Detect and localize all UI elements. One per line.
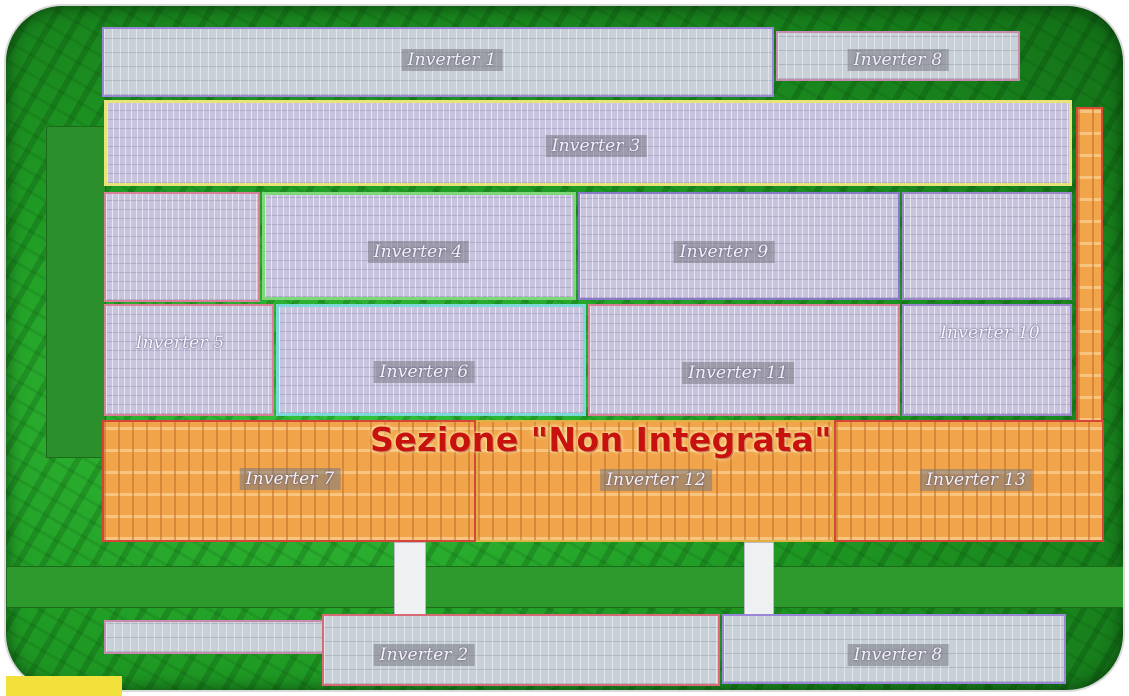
label-inverter-1: Inverter 1 <box>402 49 503 71</box>
array-left-row2 <box>104 192 260 302</box>
label-inverter-8-top: Inverter 8 <box>848 49 949 71</box>
label-inverter-10: Inverter 10 <box>934 322 1046 344</box>
side-road <box>46 126 106 458</box>
yellow-marker <box>6 676 122 696</box>
label-inverter-9: Inverter 9 <box>674 241 775 263</box>
label-inverter-13: Inverter 13 <box>920 469 1032 491</box>
label-inverter-4: Inverter 4 <box>368 241 469 263</box>
label-inverter-6: Inverter 6 <box>374 361 475 383</box>
label-inverter-11: Inverter 11 <box>682 362 794 384</box>
array-inverter-6 <box>276 304 586 416</box>
label-inverter-2: Inverter 2 <box>374 644 475 666</box>
array-right-strip <box>1076 107 1103 423</box>
array-inverter-10 <box>902 304 1072 416</box>
array-bottom-left-strip <box>104 620 324 654</box>
connector-left <box>394 542 426 618</box>
section-title: Sezione "Non Integrata" <box>306 420 896 459</box>
label-inverter-12: Inverter 12 <box>600 469 712 491</box>
label-inverter-7: Inverter 7 <box>240 468 341 490</box>
array-inverter-5 <box>104 304 274 416</box>
bottom-road <box>6 566 1123 608</box>
label-inverter-8-bottom: Inverter 8 <box>848 644 949 666</box>
connector-right <box>744 542 774 618</box>
array-inverter-11 <box>588 304 900 416</box>
array-right-row2 <box>902 192 1072 300</box>
label-inverter-5: Inverter 5 <box>130 332 231 354</box>
label-inverter-3: Inverter 3 <box>546 135 647 157</box>
